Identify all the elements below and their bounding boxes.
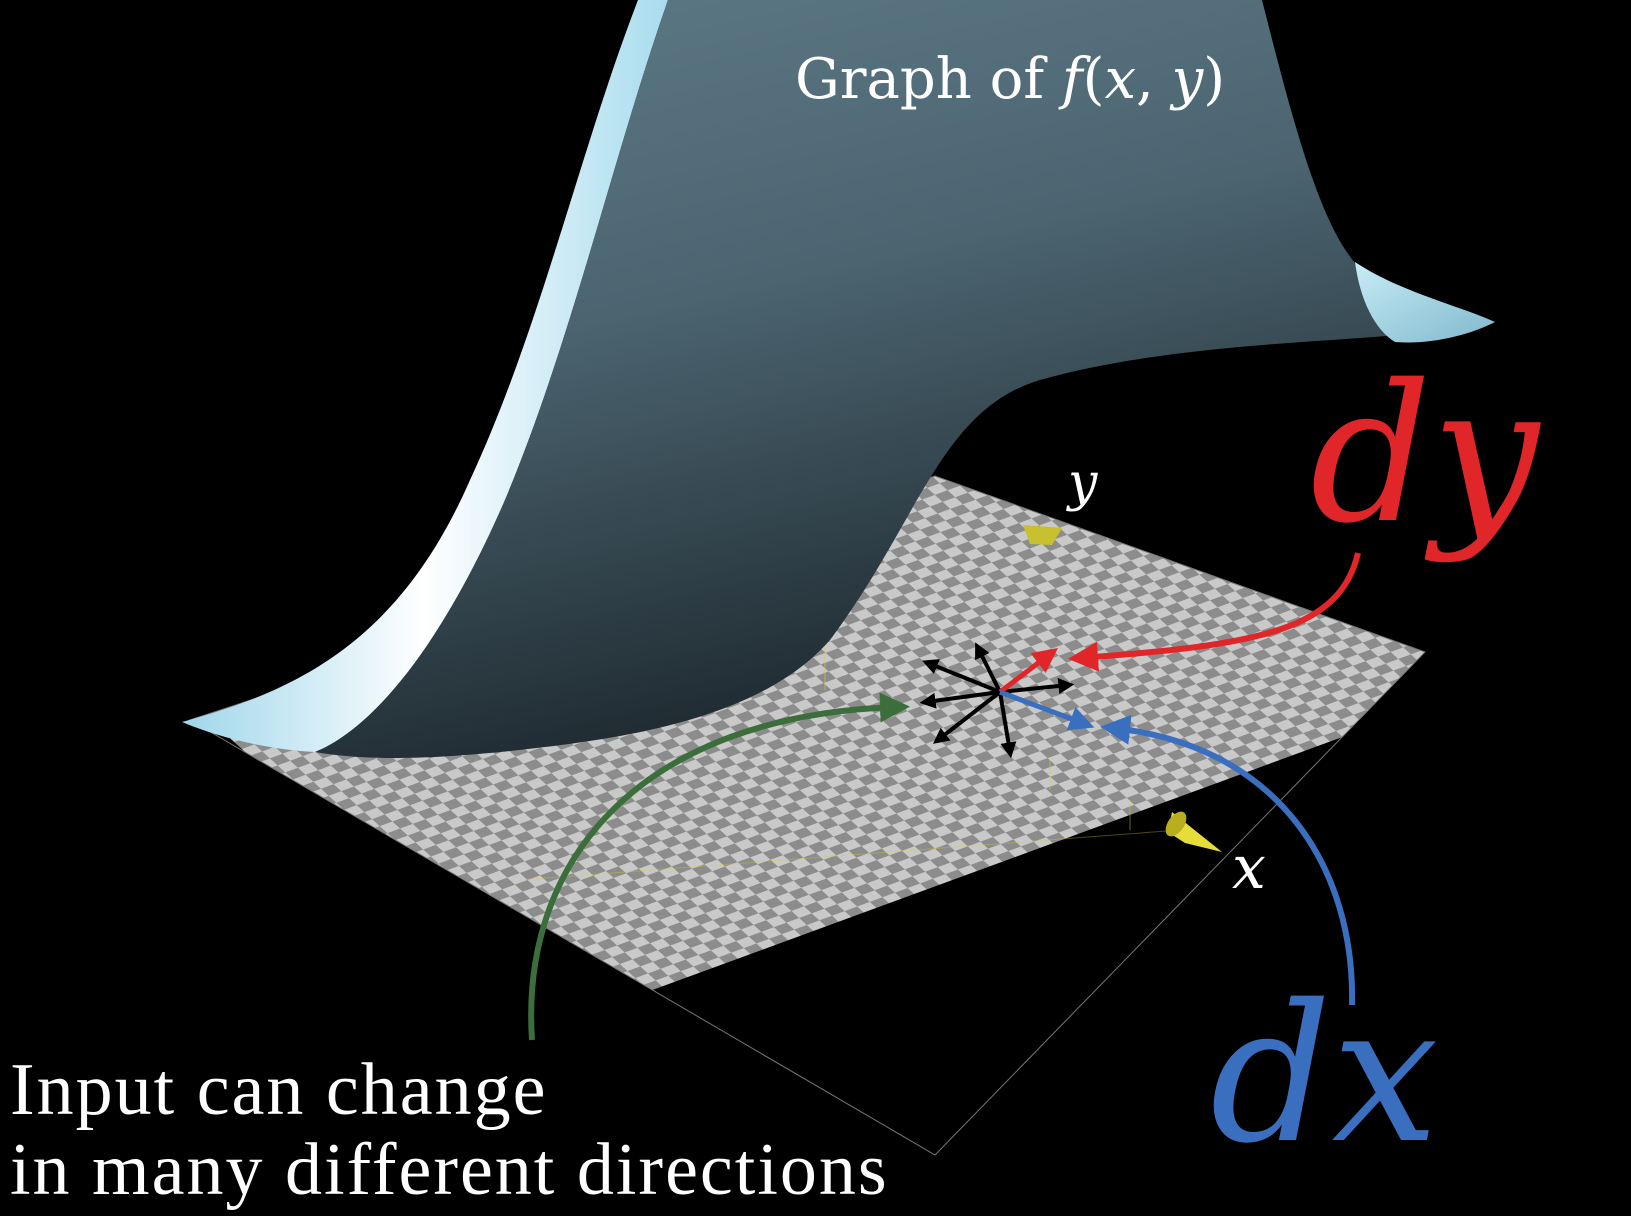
x-axis-label: x	[1232, 833, 1266, 903]
dx-label: dx	[1210, 964, 1439, 1185]
y-axis-marker-icon	[1023, 525, 1062, 545]
dx-callout-arrow	[1100, 714, 1356, 1006]
surface-back-tip	[1355, 262, 1495, 343]
dy-label: dy	[1310, 344, 1542, 565]
dx-vector	[999, 689, 1095, 731]
function-surface	[182, 0, 1495, 758]
direction-arrows	[919, 642, 1075, 759]
y-axis-label: y	[1066, 453, 1098, 513]
x-axis-cone-icon	[1165, 811, 1222, 852]
input-callout-arrow	[528, 692, 910, 1041]
caption: Input can change in many different direc…	[10, 1050, 889, 1210]
caption-line-2: in many different directions	[10, 1129, 889, 1211]
dy-vector	[998, 647, 1058, 694]
graph-title: Graph of f(x, y)	[795, 47, 1225, 112]
surface-top-face	[315, 0, 1495, 758]
x-axis-line	[519, 829, 1181, 881]
caption-line-1: Input can change	[10, 1049, 548, 1131]
dy-callout-arrow	[1068, 552, 1361, 672]
surface-front-face	[182, 0, 668, 752]
